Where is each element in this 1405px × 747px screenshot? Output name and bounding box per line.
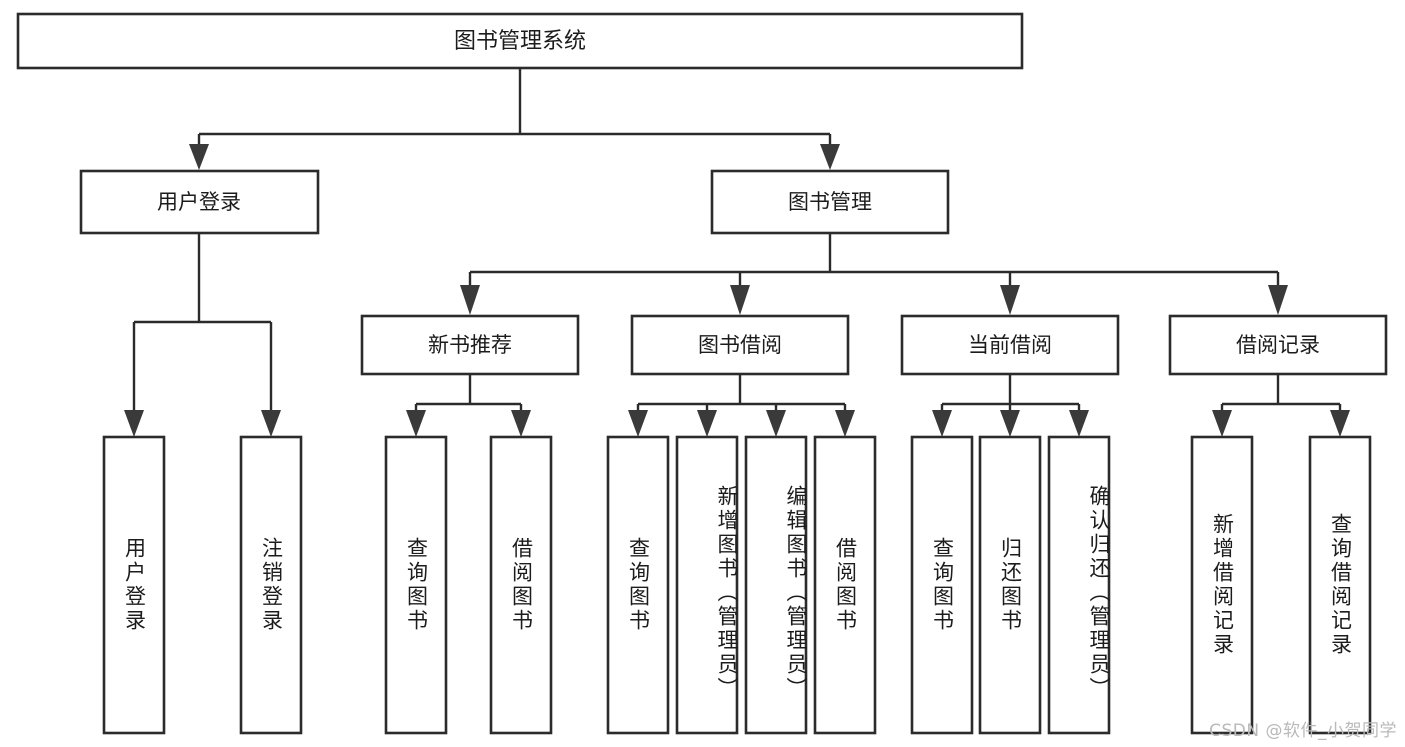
node-current-borrow-box[interactable] xyxy=(900,314,1120,376)
arrow-down-icon xyxy=(511,410,531,437)
node-new-book-recommend-box[interactable] xyxy=(360,314,580,376)
edge-borrow-record-children xyxy=(1212,374,1350,437)
arrow-down-icon xyxy=(1000,410,1020,437)
node-user-login-box[interactable] xyxy=(79,169,320,235)
node-user-login[interactable]: 用户登录 xyxy=(79,169,320,235)
leaf-box-book-borrow-3[interactable] xyxy=(813,435,877,735)
node-root-label: 图书管理系统 xyxy=(454,29,586,54)
node-root[interactable]: 图书管理系统 xyxy=(16,12,1024,70)
arrow-down-icon xyxy=(261,410,281,437)
arrow-down-icon xyxy=(1330,410,1350,437)
arrow-down-icon xyxy=(628,410,648,437)
edge-new-book-recommend-children xyxy=(406,374,531,437)
arrow-down-icon xyxy=(124,410,144,437)
arrow-down-icon xyxy=(766,410,786,437)
leaf-box-user-login-0[interactable] xyxy=(102,435,166,735)
node-book-management-label: 图书管理 xyxy=(788,190,872,214)
arrow-down-icon xyxy=(697,410,717,437)
arrow-down-icon xyxy=(1268,285,1288,315)
node-borrow-record-label: 借阅记录 xyxy=(1236,333,1320,357)
leaf-box-user-login-1[interactable] xyxy=(239,435,303,735)
node-book-management[interactable]: 图书管理 xyxy=(710,169,950,235)
edge-book-borrow-children xyxy=(628,374,855,437)
leaf-box-current-borrow-2[interactable] xyxy=(1047,435,1111,735)
arrow-down-icon xyxy=(1069,410,1089,437)
leaf-box-new-book-1[interactable] xyxy=(489,435,553,735)
arrow-down-icon xyxy=(406,410,426,437)
edge-book-management-bus xyxy=(460,233,1288,315)
arrow-down-icon xyxy=(820,144,840,170)
arrow-down-icon xyxy=(932,410,952,437)
arrow-down-icon xyxy=(1000,285,1020,315)
node-new-book-recommend-label: 新书推荐 xyxy=(428,333,512,357)
arrow-down-icon xyxy=(1212,410,1232,437)
arrow-down-icon xyxy=(730,285,750,315)
node-user-login-label: 用户登录 xyxy=(157,190,241,214)
leaf-box-borrow-record-0[interactable] xyxy=(1190,435,1254,735)
node-current-borrow[interactable]: 当前借阅 xyxy=(900,314,1120,376)
edge-user-login-children xyxy=(124,233,281,437)
node-book-borrow[interactable]: 图书借阅 xyxy=(630,314,850,376)
leaf-box-current-borrow-1[interactable] xyxy=(978,435,1042,735)
leaf-box-new-book-0[interactable] xyxy=(384,435,448,735)
node-new-book-recommend[interactable]: 新书推荐 xyxy=(360,314,580,376)
node-current-borrow-label: 当前借阅 xyxy=(968,333,1052,357)
leaf-box-book-borrow-1[interactable] xyxy=(675,435,739,735)
leaf-box-book-borrow-0[interactable] xyxy=(606,435,670,735)
node-borrow-record[interactable]: 借阅记录 xyxy=(1168,314,1388,376)
leaf-box-current-borrow-0[interactable] xyxy=(910,435,974,735)
node-book-borrow-label: 图书借阅 xyxy=(698,333,782,357)
edge-root-bus xyxy=(189,68,840,170)
watermark-text: CSDN @软件_小贺同学 xyxy=(1209,721,1397,741)
leaf-box-borrow-record-1[interactable] xyxy=(1308,435,1372,735)
edge-current-borrow-children xyxy=(932,374,1089,437)
node-root-box[interactable] xyxy=(16,12,1024,70)
arrow-down-icon xyxy=(460,285,480,315)
leaf-box-book-borrow-2[interactable] xyxy=(744,435,808,735)
arrow-down-icon xyxy=(189,144,209,170)
arrow-down-icon xyxy=(835,410,855,437)
